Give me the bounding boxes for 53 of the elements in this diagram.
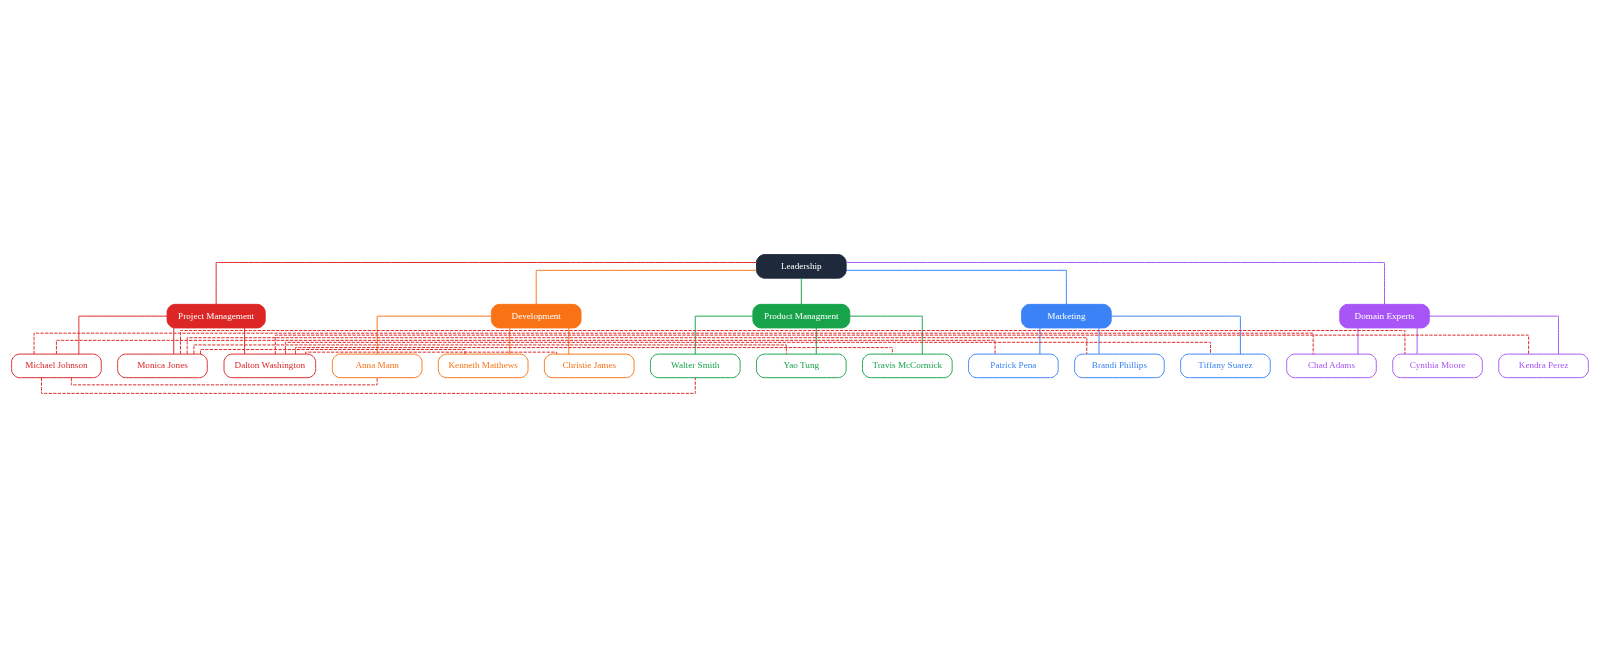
connector <box>849 315 923 355</box>
node-box: Brandi Phillips <box>1074 353 1165 378</box>
node-box: Kenneth Matthews <box>437 353 529 378</box>
connector <box>215 261 757 305</box>
node-box: Tiffany Suarez <box>1180 353 1271 378</box>
connector <box>193 343 787 354</box>
connector <box>305 351 558 355</box>
connector <box>1110 315 1241 355</box>
connector <box>244 326 246 354</box>
connector <box>509 326 511 354</box>
connector <box>568 326 570 354</box>
connector <box>180 329 1406 354</box>
connector <box>33 332 1314 355</box>
connector <box>70 376 378 385</box>
node-box: Cynthia Moore <box>1392 353 1483 378</box>
node-box: Leadership <box>756 253 847 279</box>
node-box: Project Management <box>166 303 266 328</box>
node-box: Marketing <box>1021 303 1112 328</box>
connector <box>200 348 466 354</box>
connector <box>1429 315 1559 355</box>
connector <box>815 326 817 354</box>
connector <box>186 336 1088 354</box>
node-box: Yao Tung <box>756 353 847 378</box>
node-box: Michael Johnson <box>11 353 102 378</box>
connector <box>845 269 1067 305</box>
connector <box>55 339 996 354</box>
connector <box>845 261 1385 305</box>
connector <box>1416 326 1418 354</box>
connector <box>694 315 754 355</box>
node-box: Development <box>490 303 582 328</box>
connector <box>41 376 696 394</box>
node-box: Chad Adams <box>1286 353 1377 378</box>
connector <box>535 269 757 305</box>
node-box: Dalton Washington <box>223 353 317 378</box>
connector <box>1098 326 1100 354</box>
node-box: Product Managment <box>752 303 851 328</box>
connector <box>173 326 175 354</box>
node-box: Domain Experts <box>1339 303 1430 328</box>
node-box: Anna Mann <box>331 353 423 378</box>
connector <box>295 346 893 354</box>
connector <box>284 341 1211 354</box>
connector <box>274 334 1530 355</box>
connector <box>1357 326 1359 354</box>
node-box: Monica Jones <box>117 353 208 378</box>
connector <box>376 315 492 355</box>
node-box: Patrick Pena <box>968 353 1059 378</box>
connector <box>1039 326 1041 354</box>
node-box: Walter Smith <box>649 353 741 378</box>
node-box: Kendra Perez <box>1498 353 1589 378</box>
connector <box>800 277 802 305</box>
connector <box>78 315 168 355</box>
node-box: Christie James <box>543 353 635 378</box>
node-box: Travis McCormick <box>862 353 953 378</box>
